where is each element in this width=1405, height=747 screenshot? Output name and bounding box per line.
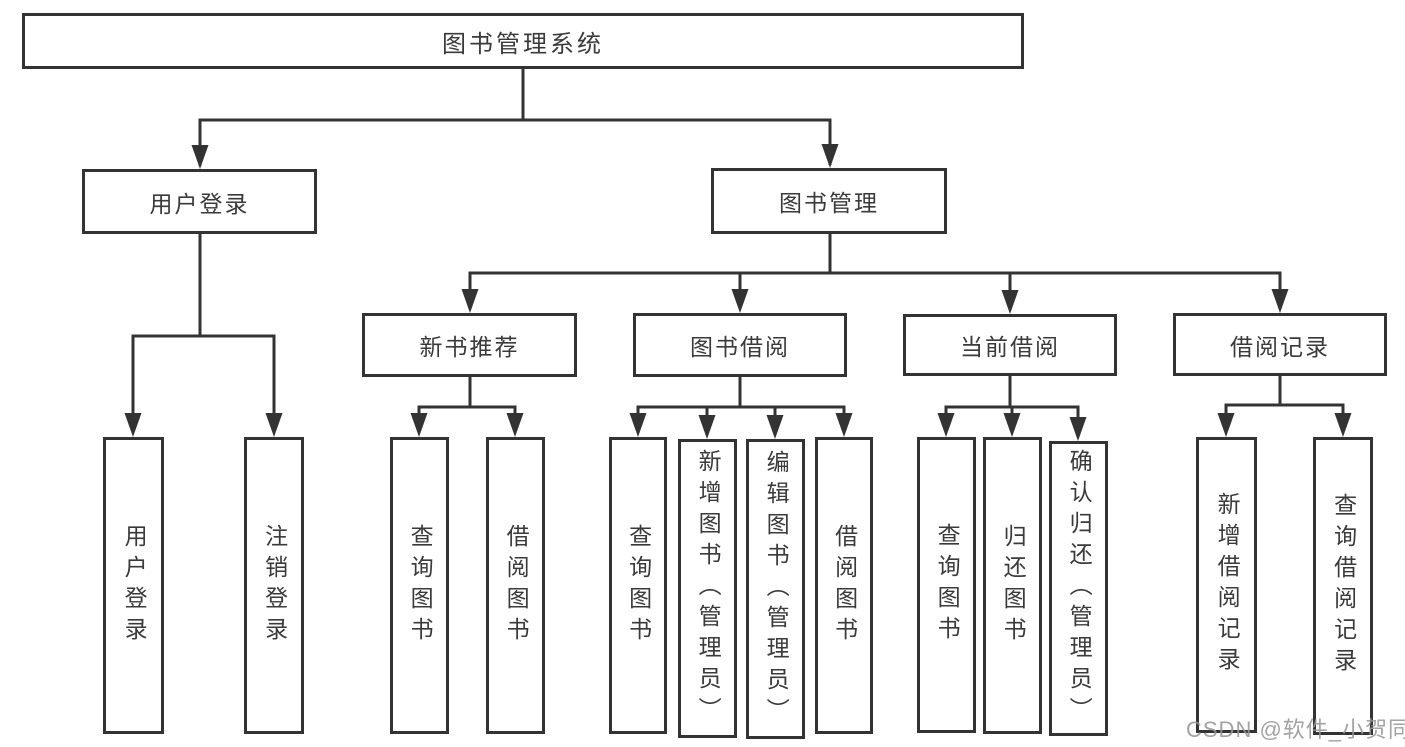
leaf-add-borrow-record: 新增借阅记录 bbox=[1196, 437, 1257, 733]
node-user-login: 用户登录 bbox=[82, 169, 317, 234]
leaf-confirm-return-admin: 确认归还（管理员） bbox=[1049, 441, 1108, 736]
leaf-return-books: 归还图书 bbox=[983, 437, 1042, 734]
leaf-edit-books-admin: 编辑图书（管理员） bbox=[746, 439, 805, 739]
node-book-borrowing: 图书借阅 bbox=[633, 313, 847, 377]
leaf-query-books-recommend: 查询图书 bbox=[390, 437, 449, 734]
leaf-add-books-admin: 新增图书（管理员） bbox=[678, 439, 737, 738]
node-library-management-system: 图书管理系统 bbox=[22, 13, 1024, 69]
leaf-query-books-current: 查询图书 bbox=[917, 437, 976, 733]
leaf-query-borrow-record: 查询借阅记录 bbox=[1313, 437, 1373, 735]
node-current-borrowing: 当前借阅 bbox=[903, 314, 1117, 376]
leaf-query-books-borrowing: 查询图书 bbox=[609, 437, 667, 734]
node-borrowing-records: 借阅记录 bbox=[1173, 313, 1387, 376]
csdn-watermark: CSDN @软件_小贺同学 bbox=[1186, 717, 1405, 742]
leaf-borrow-books-recommend: 借阅图书 bbox=[486, 437, 545, 734]
leaf-logout-login: 注销登录 bbox=[244, 437, 304, 734]
leaf-borrow-books-borrowing: 借阅图书 bbox=[815, 437, 873, 734]
node-new-book-recommendation: 新书推荐 bbox=[362, 313, 577, 377]
node-book-management: 图书管理 bbox=[711, 168, 947, 234]
leaf-user-login: 用户登录 bbox=[103, 437, 164, 734]
